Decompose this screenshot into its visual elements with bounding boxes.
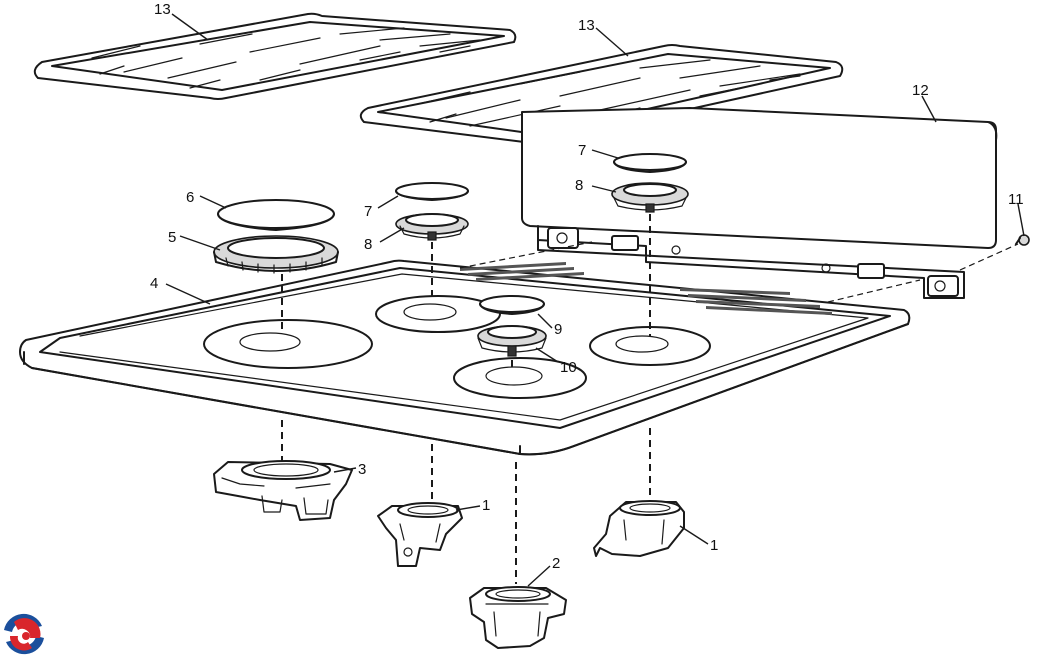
callout-cooktop: 4 [150,275,158,292]
backguard-hole [934,280,946,292]
callout-head-large: 5 [168,229,176,246]
callout-cap-center: 9 [554,321,562,338]
callout-cap-small-left: 7 [364,203,372,220]
callout-grate-right: 13 [578,17,595,34]
callout-head-small-right: 8 [575,177,583,194]
burner-head-center [477,325,547,357]
callout-base-center: 2 [552,555,560,572]
burner-cap-center [479,295,545,315]
backguard-bracket-left [547,227,579,249]
backguard-bracket-right [927,275,959,297]
brand-swirl-logo-icon [2,612,46,656]
callout-grate-left: 13 [154,1,171,18]
burner-head-large [213,235,339,274]
backguard-hole [556,232,568,244]
callout-labels: 13 13 12 11 7 8 7 8 6 5 4 9 10 3 1 1 2 [150,1,1024,572]
callout-backguard: 12 [912,82,929,99]
burner-well-center [453,357,587,399]
callout-cap-small-right: 7 [578,142,586,159]
callout-base-small-left: 1 [482,497,490,514]
burner-head-small-right [611,182,689,213]
grate-right [359,44,844,144]
burner-base-large [213,460,353,521]
backguard-panel [521,107,998,299]
alignment-lines [281,214,1019,584]
cooktop-main-top [19,259,911,456]
burner-cap-small-right [613,153,687,173]
callout-cap-large: 6 [186,189,194,206]
screw [1015,234,1030,246]
callout-head-center: 10 [560,359,577,376]
callout-base-small-right: 1 [710,537,718,554]
grate-left [33,12,517,100]
burner-cap-small-left [395,182,469,201]
cooktop-vents [460,262,832,315]
callout-screw: 11 [1008,191,1024,208]
burner-base-small-left [377,502,463,567]
burner-base-center [469,586,567,649]
leader-lines [165,13,1025,587]
burner-base-small-right [593,500,685,557]
callout-base-large: 3 [358,461,366,478]
burner-head-small-left [395,213,469,241]
burner-well-left-rear [375,295,501,333]
burner-cap-large [217,199,335,231]
burner-well-left-front [203,319,373,369]
callout-head-small-left: 8 [364,236,372,253]
